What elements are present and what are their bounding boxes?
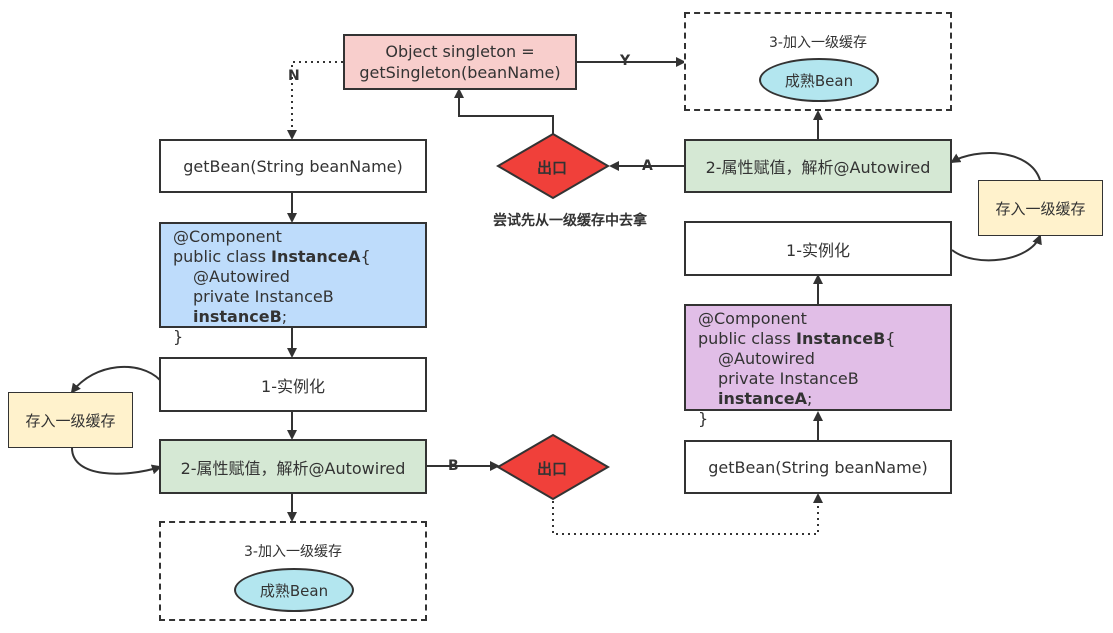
get-singleton-line2: getSingleton(beanName) [359,63,561,82]
left-add-cache-box: 3-加入一级缓存 成熟Bean [159,521,427,621]
right-component-annotation: @Component [698,309,807,328]
right-get-bean-box: getBean(String beanName) [684,440,952,494]
left-add-cache-title: 3-加入一级缓存 [244,544,342,560]
right-mature-bean-label: 成熟Bean [784,71,854,90]
right-class-prefix: public class [698,329,797,348]
label-n: N [288,68,300,84]
left-component-annotation: @Component [173,227,282,246]
edge-left-store-to-populate [71,447,162,475]
edge-left-instantiate-to-store [70,365,161,394]
right-field-suffix: ; [806,389,813,408]
left-field-suffix: ; [281,307,288,326]
edge-right-store-to-populate [950,152,1041,181]
left-mature-bean-label: 成熟Bean [259,581,329,600]
right-get-bean-label: getBean(String beanName) [708,457,928,477]
right-instantiate-label: 1-实例化 [786,240,850,260]
right-add-cache-title: 3-加入一级缓存 [769,35,867,51]
get-singleton-box: Object singleton = getSingleton(beanName… [343,34,577,90]
right-field-line: private InstanceB instanceA; [698,369,938,409]
left-get-bean-box: getBean(String beanName) [159,139,427,193]
right-mature-bean: 成熟Bean [759,58,879,102]
left-field-annotation: @Autowired [193,267,290,286]
right-instantiate-box: 1-实例化 [684,221,952,276]
exit-note: 尝试先从一级缓存中去拿 [493,213,647,229]
label-a: A [642,158,653,174]
right-class-name: InstanceB [796,329,886,348]
right-instance-b-class: @Component public class InstanceB{ @Auto… [684,304,952,428]
left-class-suffix: { [360,247,371,266]
left-field-name: instanceB [193,307,282,326]
label-y: Y [620,53,631,69]
left-cache-store-label: 存入一级缓存 [25,411,116,430]
right-cache-store-box: 存入一级缓存 [978,180,1103,236]
left-instantiate-label: 1-实例化 [261,376,325,396]
left-field-prefix: private InstanceB [193,287,334,306]
right-class-suffix: { [885,329,896,348]
left-get-bean-label: getBean(String beanName) [183,156,403,176]
exit-diamond-top [496,132,610,200]
edge-exit-to-getbean-b [552,493,823,535]
left-field-line: private InstanceB instanceB; [173,287,413,327]
right-cache-store-label: 存入一级缓存 [995,199,1086,218]
left-class-name: InstanceA [271,247,361,266]
left-instance-a-class: @Component public class InstanceA{ @Auto… [159,222,427,346]
right-class-line: public class InstanceB{ [698,329,938,349]
right-populate-label: 2-属性赋值，解析@Autowired [705,158,931,177]
get-singleton-line1: Object singleton = [385,42,535,61]
exit-diamond-bottom [496,433,610,501]
right-field-prefix: private InstanceB [718,369,859,388]
left-closing-brace: } [173,327,184,346]
label-b: B [448,458,459,474]
left-cache-store-box: 存入一级缓存 [8,392,133,448]
exit-label-bottom: 出口 [537,460,568,478]
edge-right-instantiate-to-store [951,234,1042,262]
left-class-prefix: public class [173,247,272,266]
left-populate-label: 2-属性赋值，解析@Autowired [180,458,406,478]
left-class-line: public class InstanceA{ [173,247,413,267]
right-populate-box: 2-属性赋值，解析@Autowired [684,139,952,193]
edge-exit-to-singleton [454,88,554,135]
left-mature-bean: 成熟Bean [234,568,354,612]
exit-label-top: 出口 [537,159,568,177]
right-closing-brace: } [698,409,709,428]
left-populate-box: 2-属性赋值，解析@Autowired [159,439,427,494]
right-field-name: instanceA [718,389,807,408]
right-field-annotation: @Autowired [718,349,815,368]
left-instantiate-box: 1-实例化 [159,357,427,412]
right-add-cache-box: 3-加入一级缓存 成熟Bean [684,12,952,111]
